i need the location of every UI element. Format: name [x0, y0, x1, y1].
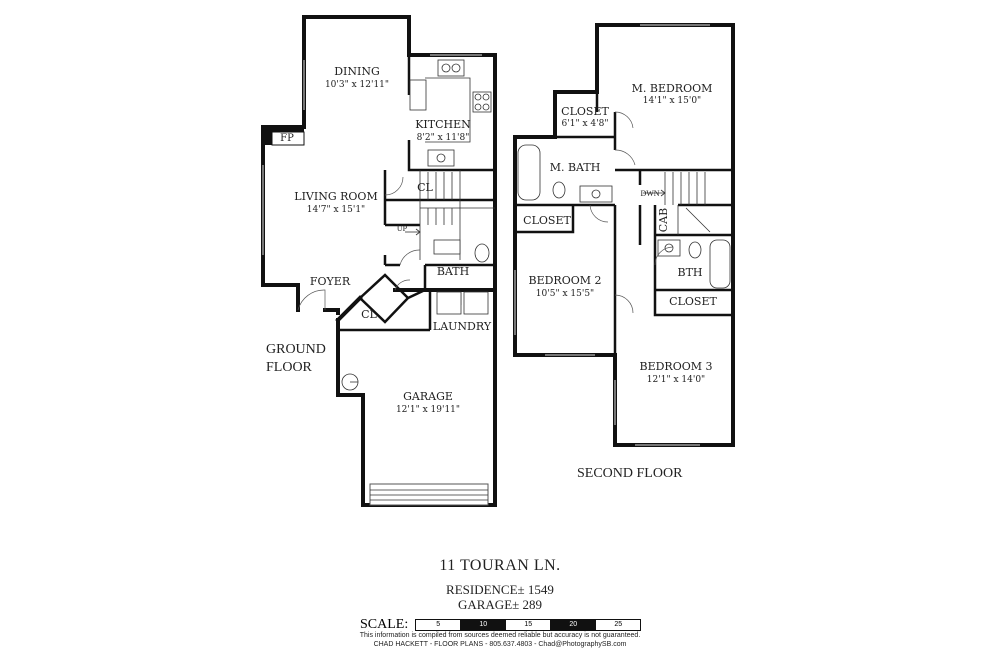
door-swing [614, 149, 636, 166]
dining-dims: 10'3" x 12'11" [325, 80, 389, 90]
closet-3-label: CLOSET [669, 295, 717, 308]
bath-sink-icon [433, 239, 461, 255]
second-stairs [643, 172, 711, 235]
residence-area: RESIDENCE± 1549 [446, 582, 554, 597]
master-bath-label: M. BATH [550, 161, 601, 174]
master-bedroom-label: M. BEDROOM [632, 82, 713, 95]
kitchen-fixtures [409, 59, 492, 167]
garage-area: GARAGE± 289 [457, 597, 543, 612]
closet-door-swing [384, 176, 404, 196]
disclaimer-text: This information is compiled from source… [359, 632, 641, 639]
second-interior-wall [515, 92, 733, 355]
toilet-icon [474, 243, 490, 263]
dining-label: DINING [334, 65, 380, 78]
laundry-label: LAUNDRY [433, 320, 492, 333]
garage-dims: 12'1" x 19'11" [396, 405, 460, 415]
scale-segment: 5 [415, 619, 462, 631]
washer-icon [436, 291, 462, 315]
scale-segment: 10 [460, 619, 507, 631]
fireplace-label: FP [280, 133, 294, 144]
bath-label: BATH [437, 265, 469, 278]
toilet-icon-2 [688, 241, 702, 259]
ground-floor-title-line2: FLOOR [266, 360, 313, 375]
scale-segment: 20 [550, 619, 597, 631]
living-room-dims: 14'7" x 15'1" [307, 205, 365, 215]
door-swing [614, 294, 634, 314]
foyer-label: FOYER [310, 275, 351, 288]
down-label: DWN [640, 189, 659, 198]
dryer-icon [463, 291, 489, 315]
bathtub-icon-2 [709, 239, 731, 289]
door-swing [614, 111, 634, 129]
bath-door-swing [399, 249, 421, 266]
property-address: 11 TOURAN LN. [439, 557, 561, 574]
ground-floor-title-line1: GROUND [266, 342, 326, 357]
bedroom-2-label: BEDROOM 2 [528, 274, 601, 287]
bath-2-label: BTH [677, 266, 702, 279]
refrigerator-icon [409, 79, 427, 111]
laundry-door-swing [394, 279, 411, 291]
master-bedroom-dims: 14'1" x 15'0" [643, 96, 701, 106]
kitchen-dims: 8'2" x 11'8" [417, 133, 470, 143]
garage-label: GARAGE [403, 390, 453, 403]
closet-2-label: CLOSET [523, 214, 571, 227]
living-room-label: LIVING ROOM [294, 190, 377, 203]
closet-1-dims: 6'1" x 4'8" [562, 119, 609, 129]
ground-floor-plan: DINING 10'3" x 12'11" KITCHEN 8'2" x 11'… [261, 15, 497, 507]
second-exterior-wall [513, 23, 735, 447]
second-floor-plan: CLOSET 6'1" x 4'8" M. BEDROOM 14'1" x 15… [513, 23, 735, 481]
fireplace-box [271, 131, 305, 146]
closet-label: CL [417, 181, 433, 194]
scale-label: SCALE: [360, 617, 409, 632]
bedroom-3-label: BEDROOM 3 [639, 360, 712, 373]
cabinet-label: CAB [657, 208, 670, 232]
bathtub-icon [517, 144, 541, 201]
door-swing [589, 204, 609, 223]
kitchen-label: KITCHEN [415, 118, 471, 131]
scale-segment: 25 [595, 619, 642, 631]
up-label: UP [397, 224, 408, 233]
front-door-swing [297, 289, 326, 311]
scale-bar: SCALE: 5 10 15 20 25 [360, 617, 642, 633]
closet-1-label: CLOSET [561, 105, 609, 118]
scale-segment: 15 [505, 619, 552, 631]
door-swing [654, 246, 674, 266]
bedroom-2-dims: 10'5" x 15'5" [536, 289, 594, 299]
ground-exterior-wall [261, 15, 497, 507]
bedroom-3-dims: 12'1" x 14'0" [647, 375, 705, 385]
toilet-icon [552, 181, 566, 199]
garage-door [369, 483, 489, 506]
credit-text: CHAD HACKETT - FLOOR PLANS - 805.637.480… [373, 641, 627, 648]
ground-interior-wall [338, 55, 495, 332]
ground-stairs [405, 170, 495, 260]
second-floor-title: SECOND FLOOR [577, 466, 683, 481]
closet-label-2: CL [361, 308, 377, 321]
